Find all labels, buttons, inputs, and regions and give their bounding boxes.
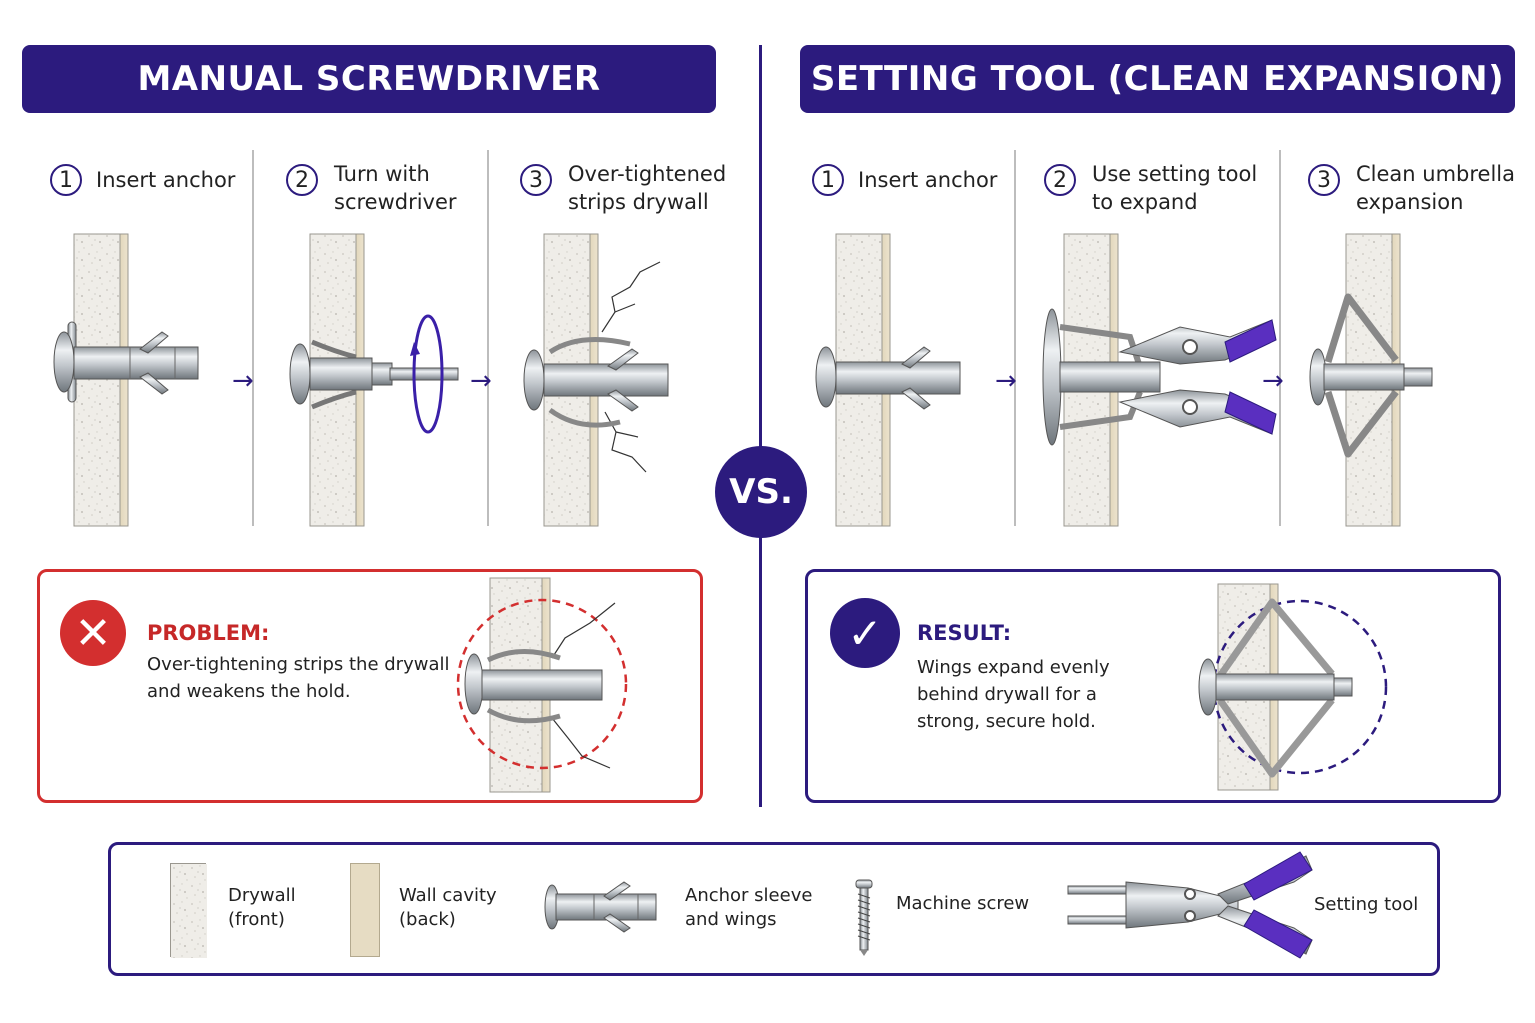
left-header: MANUAL SCREWDRIVER xyxy=(22,45,716,113)
step-number: 1 xyxy=(812,164,844,196)
right-header: SETTING TOOL (CLEAN EXPANSION) xyxy=(800,45,1515,113)
anchor-sleeve-icon xyxy=(544,881,657,933)
illustration-insert-anchor-left xyxy=(53,233,199,527)
step-label-line: screwdriver xyxy=(334,190,457,214)
illustration-umbrella-expansion xyxy=(1309,233,1433,527)
step-label: Over-tightened strips drywall xyxy=(568,160,726,216)
legend-line: Anchor sleeve xyxy=(685,885,813,906)
illustration-stripped-drywall xyxy=(523,233,669,527)
step-label-line: Use setting tool xyxy=(1092,162,1258,186)
illustration-insert-anchor-right xyxy=(815,233,961,527)
step-divider xyxy=(252,150,254,526)
legend-anchor-label: Anchor sleeve and wings xyxy=(685,884,812,932)
result-panel xyxy=(805,569,1501,803)
anchor-icon xyxy=(1042,308,1161,446)
vs-badge: VS. xyxy=(715,446,807,538)
step-number: 2 xyxy=(286,164,318,196)
illustration-setting-tool xyxy=(1042,233,1277,527)
step-divider xyxy=(1279,150,1281,526)
step-number: 3 xyxy=(1308,164,1340,196)
arrow-icon: → xyxy=(232,366,254,396)
result-title: RESULT: xyxy=(917,621,1012,645)
problem-line: and weakens the hold. xyxy=(147,681,351,702)
machine-screw-icon xyxy=(855,879,873,956)
problem-text: Over-tightening strips the drywall and w… xyxy=(147,651,449,705)
arrow-icon: → xyxy=(995,366,1017,396)
step-number: 3 xyxy=(520,164,552,196)
step-label-line: Insert anchor xyxy=(96,168,236,192)
step-label-line: Turn with xyxy=(334,162,430,186)
anchor-icon xyxy=(523,337,669,428)
drywall-swatch xyxy=(170,863,207,958)
step-label-line: expansion xyxy=(1356,190,1464,214)
result-line: behind drywall for a xyxy=(917,684,1097,705)
legend-line: (front) xyxy=(228,909,285,930)
step-label: Clean umbrella expansion xyxy=(1356,160,1515,216)
arrow-icon: → xyxy=(470,366,492,396)
illustration-turn-screwdriver xyxy=(289,233,459,527)
step-number: 2 xyxy=(1044,164,1076,196)
anchor-icon xyxy=(289,339,393,410)
step-label-line: to expand xyxy=(1092,190,1198,214)
step-label: Insert anchor xyxy=(858,166,997,194)
legend-line: Wall cavity xyxy=(399,885,497,906)
problem-line: Over-tightening strips the drywall xyxy=(147,654,450,675)
step-label: Insert anchor xyxy=(96,166,235,194)
step-label-line: Clean umbrella xyxy=(1356,162,1515,186)
setting-tool-legend-icon xyxy=(1067,851,1313,959)
arrow-icon: → xyxy=(1262,366,1284,396)
close-icon: ✕ xyxy=(60,600,126,666)
legend-line: (back) xyxy=(399,909,456,930)
anchor-icon xyxy=(1309,293,1433,458)
step-label-line: Over-tightened xyxy=(568,162,727,186)
step-label: Turn with screwdriver xyxy=(334,160,457,216)
check-icon: ✓ xyxy=(830,598,900,668)
anchor-icon xyxy=(815,346,961,410)
result-line: strong, secure hold. xyxy=(917,711,1096,732)
wall-cavity-swatch xyxy=(350,863,380,957)
legend-screw-label: Machine screw xyxy=(896,893,1030,914)
center-divider xyxy=(759,45,762,807)
result-detail-illustration xyxy=(1198,583,1388,791)
legend-drywall-label: Drywall (front) xyxy=(228,884,296,932)
legend-tool-label: Setting tool xyxy=(1314,894,1419,915)
step-label-line: strips drywall xyxy=(568,190,709,214)
legend-line: and wings xyxy=(685,909,777,930)
problem-title: PROBLEM: xyxy=(147,621,270,645)
step-number: 1 xyxy=(50,164,82,196)
result-text: Wings expand evenly behind drywall for a… xyxy=(917,654,1110,735)
step-divider xyxy=(1014,150,1016,526)
step-label: Use setting tool to expand xyxy=(1092,160,1257,216)
step-label-line: Insert anchor xyxy=(858,168,998,192)
setting-tool-icon xyxy=(1118,319,1277,435)
legend-cavity-label: Wall cavity (back) xyxy=(399,884,497,932)
problem-detail-illustration xyxy=(456,577,628,793)
vs-label: VS. xyxy=(729,472,793,512)
screwdriver-icon xyxy=(389,367,459,381)
anchor-icon xyxy=(53,321,199,403)
step-divider xyxy=(487,150,489,526)
legend-line: Drywall xyxy=(228,885,296,906)
result-line: Wings expand evenly xyxy=(917,657,1110,678)
rotation-icon xyxy=(410,314,444,434)
